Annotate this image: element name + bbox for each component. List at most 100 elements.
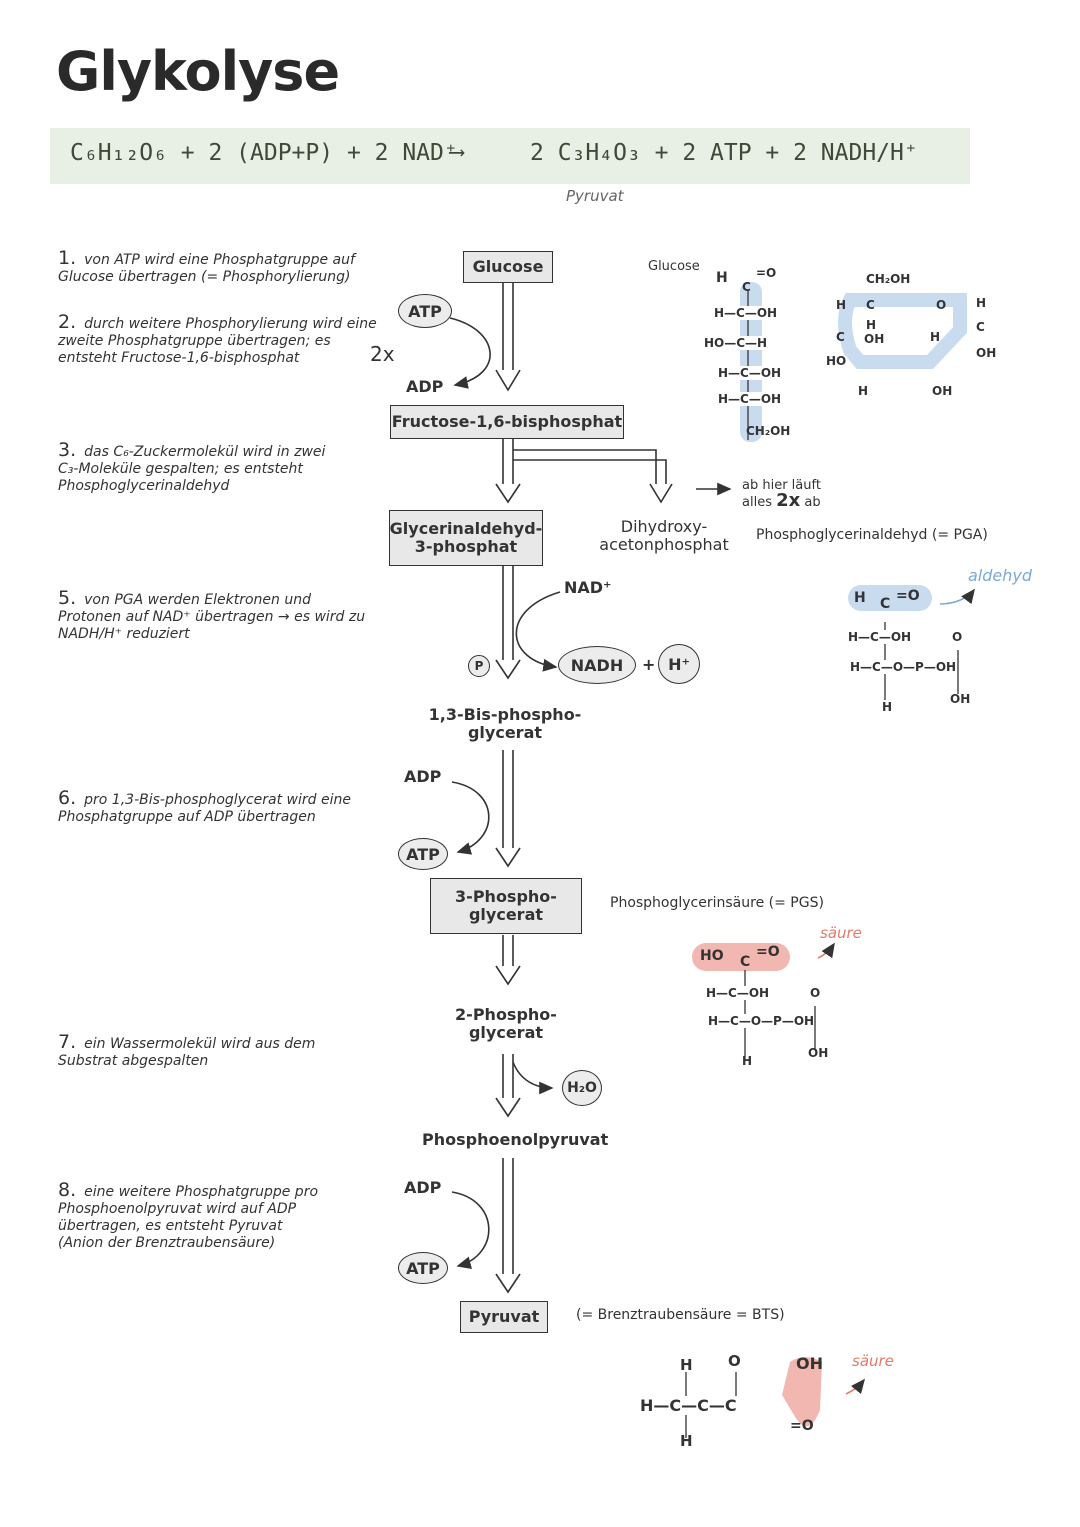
from-here-2x: 2x — [776, 490, 801, 511]
pga-h: H — [854, 590, 866, 606]
pgs-label: Phosphoglycerinsäure (= PGS) — [610, 895, 824, 911]
glucose-ring-ho: HO — [826, 354, 847, 368]
h2o-oval: H₂O — [562, 1070, 602, 1106]
glucose-chain-o: =O — [756, 266, 777, 280]
glucose-chain-row4: H—C—OH — [718, 392, 782, 406]
pga-oh: OH — [950, 692, 971, 706]
pyruvat-oh: OH — [796, 1354, 823, 1373]
ga3p-box: Glycerinaldehyd- 3-phosphat — [389, 510, 543, 566]
pga-h2: H — [882, 700, 893, 714]
times-two-label: 2x — [370, 342, 395, 366]
glucose-ring-c3: C — [976, 320, 985, 334]
adp-label-3: ADP — [404, 1178, 442, 1197]
note-1-text: von ATP wird eine Phosphatgruppe auf Glu… — [58, 252, 355, 285]
pep-label: Phosphoenolpyruvat — [422, 1130, 609, 1149]
pga-row2: H—C—O—P—OH — [850, 660, 957, 674]
note-6-text: pro 1,3-Bis-phosphoglycerat wird eine Ph… — [58, 792, 351, 825]
dhap-line2: acetonphosphat — [599, 535, 729, 554]
pg3-box: 3-Phospho- glycerat — [430, 878, 582, 934]
equation-product-label: Pyruvat — [566, 187, 624, 205]
equation-right: 2 C₃H₄O₃ + 2 ATP + 2 NADH/H⁺ — [530, 140, 918, 166]
saeure-label-1: säure — [820, 924, 862, 942]
glucose-ring-h1: H — [836, 298, 847, 312]
note-1-number: 1. — [58, 247, 77, 269]
equation-band — [50, 128, 970, 184]
bpg-label: 1,3-Bis-phospho- glycerat — [425, 706, 585, 742]
note-3-text: das C₆-Zuckermolekül wird in zwei C₃-Mol… — [58, 444, 326, 494]
pyruvat-row: H—C—C—C — [640, 1396, 737, 1415]
pgs-ho: HO — [700, 948, 724, 964]
note-8-text: eine weitere Phosphatgruppe pro Phosphoe… — [58, 1184, 319, 1251]
pga-o: =O — [896, 588, 920, 604]
nad-label: NAD⁺ — [564, 578, 612, 597]
atp-oval-1: ATP — [398, 294, 452, 328]
pg2-line1: 2-Phospho- — [455, 1005, 557, 1024]
note-5-text: von PGA werden Elektronen und Protonen a… — [58, 592, 366, 642]
from-here-text: ab hier läuft alles — [742, 478, 821, 510]
glucose-ring-c1: C — [866, 298, 875, 312]
pg2-label: 2-Phospho- glycerat — [440, 1006, 572, 1042]
pgs-o2: O — [810, 986, 821, 1000]
pyruvat-o-bottom: =O — [790, 1418, 814, 1434]
hplus-oval: H⁺ — [658, 644, 700, 684]
note-2: 2.durch weitere Phosphorylierung wird ei… — [58, 311, 378, 367]
glucose-ring-h3: H — [930, 330, 941, 344]
note-7-number: 7. — [58, 1031, 77, 1053]
note-7-text: ein Wassermolekül wird aus dem Substrat … — [58, 1036, 316, 1069]
dhap-label: Dihydroxy- acetonphosphat — [596, 518, 732, 554]
glucose-chain-row2: HO—C—H — [704, 336, 768, 350]
note-2-number: 2. — [58, 311, 77, 333]
note-2-text: durch weitere Phosphorylierung wird eine… — [58, 316, 377, 366]
pgs-h: H — [742, 1054, 753, 1068]
from-here-note: ab hier läuft alles 2x ab — [742, 478, 852, 510]
atp-oval-2: ATP — [398, 838, 448, 870]
glucose-chain-h: H — [716, 270, 728, 286]
glucose-chain-ch2oh: CH₂OH — [746, 424, 791, 438]
bpg-line1: 1,3-Bis-phospho- — [428, 705, 582, 724]
from-here-end: ab — [804, 495, 821, 510]
bts-label: (= Brenztraubensäure = BTS) — [576, 1307, 785, 1323]
pg3-line2: glycerat — [468, 905, 544, 924]
glucose-ring-h4: H — [858, 384, 869, 398]
phosphate-circle: P — [468, 655, 490, 677]
glucose-ring-c2: C — [836, 330, 845, 344]
glucose-ring-o: O — [936, 298, 947, 312]
pgs-oh: OH — [808, 1046, 829, 1060]
glucose-structure-label: Glucose — [648, 259, 700, 274]
glucose-ring-oh3: OH — [932, 384, 953, 398]
bpg-line2: glycerat — [467, 723, 543, 742]
pyruvat-h-top: H — [680, 1356, 693, 1374]
note-7: 7.ein Wassermolekül wird aus dem Substra… — [58, 1031, 378, 1070]
equation-left: C₆H₁₂O₆ + 2 (ADP+P) + 2 NAD⁺ — [70, 140, 458, 166]
glucose-chain-row3: H—C—OH — [718, 366, 782, 380]
note-5-number: 5. — [58, 587, 77, 609]
pga-o2: O — [952, 630, 963, 644]
note-8-number: 8. — [58, 1179, 77, 1201]
note-1: 1.von ATP wird eine Phosphatgruppe auf G… — [58, 247, 378, 286]
pga-label: Phosphoglycerinaldehyd (= PGA) — [756, 527, 988, 543]
pga-row1: H—C—OH — [848, 630, 912, 644]
note-6: 6.pro 1,3-Bis-phosphoglycerat wird eine … — [58, 787, 358, 826]
nadh-oval: NADH — [558, 646, 636, 684]
ga3p-line2: 3-phosphat — [414, 537, 518, 556]
note-5: 5.von PGA werden Elektronen und Protonen… — [58, 587, 368, 643]
glucose-chain-c: C — [742, 280, 751, 294]
adp-label-1: ADP — [406, 377, 444, 396]
glucose-ring-ch2oh: CH₂OH — [866, 272, 911, 286]
pgs-c: C — [740, 954, 751, 970]
glucose-ring-h5: H — [976, 296, 987, 310]
note-8: 8.eine weitere Phosphatgruppe pro Phosph… — [58, 1179, 328, 1252]
glucose-ring-h2: H — [866, 318, 877, 332]
pg3-line1: 3-Phospho- — [455, 887, 557, 906]
glucose-chain-row1: H—C—OH — [714, 306, 778, 320]
note-6-number: 6. — [58, 787, 77, 809]
pyruvat-h-bottom: H — [680, 1432, 693, 1450]
adp-label-2: ADP — [404, 767, 442, 786]
fructose-box: Fructose-1,6-bisphosphat — [390, 405, 624, 439]
note-3: 3.das C₆-Zuckermolekül wird in zwei C₃-M… — [58, 441, 348, 495]
aldehyd-label: aldehyd — [968, 566, 1033, 585]
plus-sign: + — [642, 655, 656, 674]
ga3p-line1: Glycerinaldehyd- — [389, 519, 543, 538]
equation-arrow: ⟶ — [450, 140, 464, 165]
saeure-label-2: säure — [852, 1352, 894, 1370]
